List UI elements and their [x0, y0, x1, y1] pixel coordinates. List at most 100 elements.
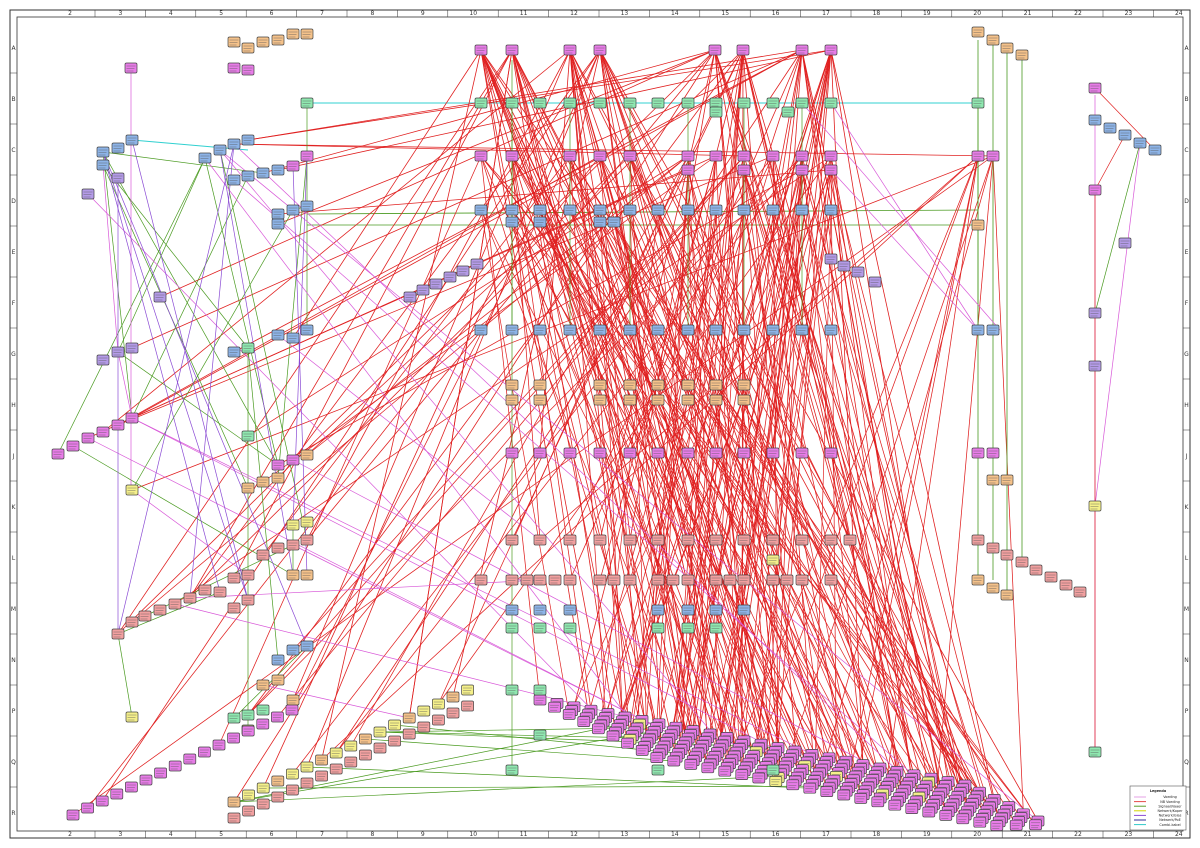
device-node [563, 622, 577, 634]
cable-line [569, 49, 655, 732]
device-node [681, 324, 695, 336]
device-node [198, 584, 212, 596]
device-node [956, 813, 970, 825]
device-node [242, 805, 255, 817]
device-node [505, 97, 519, 109]
device-node [533, 694, 547, 706]
legend-item-label: Netwerk/Koper [1157, 809, 1183, 813]
row-label-right: K [1185, 504, 1190, 511]
device-node [709, 622, 723, 634]
device-node [153, 291, 167, 303]
device-node [651, 379, 665, 391]
device-node [139, 774, 153, 786]
device-node [971, 534, 985, 546]
device-node [242, 789, 255, 801]
cable-line [233, 49, 513, 579]
cable-line [600, 209, 659, 726]
legend-item-label: Signaal/Vaaer [1158, 804, 1182, 808]
device-node [271, 654, 285, 666]
cable-line [292, 165, 308, 576]
cable-line [438, 155, 689, 705]
device-node [651, 97, 665, 109]
cable-line [539, 209, 811, 789]
device-node [271, 791, 285, 803]
row-label-left: B [11, 96, 15, 103]
cable-line [599, 155, 769, 763]
device-node [533, 604, 547, 616]
device-node [1015, 556, 1029, 568]
cable-line [801, 49, 900, 798]
row-label-right: R [1184, 810, 1188, 817]
device-node [198, 746, 211, 758]
device-node [837, 260, 851, 272]
device-node [939, 810, 953, 821]
device-node [1088, 184, 1102, 196]
device-node [286, 332, 300, 344]
device-node [271, 459, 285, 471]
cable-line [830, 169, 1000, 822]
device-node [737, 97, 751, 109]
cable-line [247, 49, 832, 141]
device-node [505, 204, 519, 216]
device-node [285, 704, 299, 716]
device-node [125, 134, 139, 146]
device-node [110, 788, 124, 800]
device-node [271, 711, 284, 723]
cable-line [772, 155, 779, 778]
cable-line [719, 49, 803, 749]
device-node [505, 764, 519, 776]
device-node [986, 324, 1000, 336]
device-node [1088, 114, 1102, 126]
device-node [795, 164, 809, 176]
cable-line [117, 633, 133, 718]
row-label-left: R [11, 810, 15, 817]
cable-line [219, 149, 1039, 822]
device-node [681, 574, 695, 586]
device-node [505, 447, 519, 459]
device-node [737, 574, 751, 586]
row-label-left: K [12, 504, 17, 511]
cable-line [588, 155, 745, 715]
cable-line [219, 149, 308, 541]
device-node [1103, 122, 1117, 134]
cable-line [292, 155, 745, 651]
cable-line [131, 155, 689, 623]
device-node [1088, 307, 1102, 319]
cable-line [801, 102, 1001, 331]
device-node [300, 200, 314, 212]
device-node [474, 574, 488, 586]
cable-line [117, 155, 601, 426]
device-node [329, 763, 343, 775]
row-label-right: B [1184, 96, 1188, 103]
device-node [402, 712, 416, 724]
device-node [520, 574, 534, 586]
column-label-top: 18 [873, 10, 881, 17]
device-node [256, 782, 270, 794]
column-label-top: 3 [118, 10, 122, 17]
device-node [1009, 819, 1023, 831]
cable-line [605, 209, 745, 718]
cable-line [785, 155, 994, 767]
cable-line [189, 49, 744, 599]
device-node [271, 674, 285, 686]
device-node [256, 679, 270, 691]
cable-line [511, 221, 837, 777]
cable-line [379, 731, 669, 739]
device-node [373, 742, 387, 754]
device-node [125, 616, 139, 628]
device-node [153, 604, 167, 616]
device-node [868, 276, 882, 288]
device-node [373, 726, 387, 738]
device-node [402, 728, 416, 740]
device-node [300, 449, 314, 461]
cable-line [262, 49, 601, 789]
device-node [241, 725, 255, 737]
device-node [125, 484, 139, 496]
device-node [300, 28, 314, 40]
device-node [533, 97, 547, 109]
cable-line [731, 209, 774, 760]
cable-line [1094, 142, 1141, 507]
device-node [563, 324, 577, 336]
cable-line [102, 151, 308, 647]
cable-line [204, 157, 279, 466]
